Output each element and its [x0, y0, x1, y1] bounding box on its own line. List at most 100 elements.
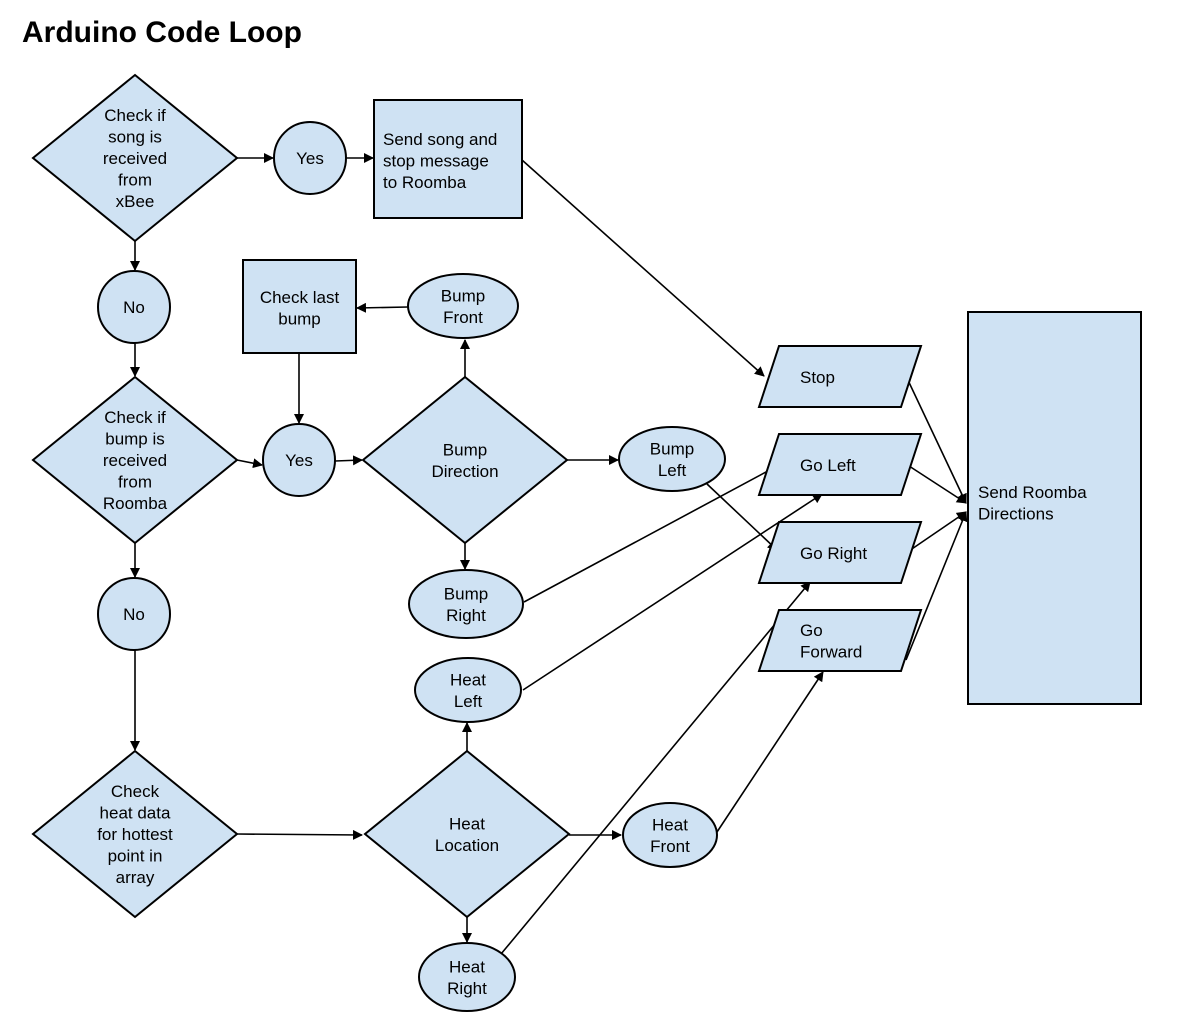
node-label-line: Right — [446, 606, 486, 625]
node-label-line: Heat — [450, 670, 486, 689]
node-label-line: Go Right — [800, 544, 867, 563]
node-label-line: Bump — [444, 584, 488, 603]
connector-ellipse — [262, 423, 336, 497]
edge-heat-right-to-go-right — [500, 581, 811, 955]
node-no-1: No — [97, 270, 171, 344]
node-label-line: Location — [435, 836, 499, 855]
node-label-line: from — [118, 171, 152, 190]
node-stop: Stop — [757, 345, 923, 408]
node-label-line: Check — [111, 782, 160, 801]
node-label-line: heat data — [100, 804, 171, 823]
node-label-line: Send song and — [383, 130, 497, 149]
node-label-line: array — [116, 868, 155, 887]
decision-diamond — [31, 375, 239, 545]
node-label-line: Left — [454, 692, 483, 711]
connector-ellipse — [408, 569, 524, 639]
node-label-line: Yes — [285, 451, 313, 470]
edge-check-bump-to-yes-bump — [236, 458, 263, 469]
connector-ellipse — [407, 273, 519, 339]
node-label: Yes — [296, 149, 324, 168]
edge-go-forward-to-send-directions — [905, 511, 968, 661]
node-label-line: received — [103, 149, 167, 168]
edge-yes-bump-to-bump-direction — [334, 455, 363, 466]
connector-ellipse — [97, 270, 171, 344]
node-label-line: Stop — [800, 368, 835, 387]
node-label-line: stop message — [383, 152, 489, 171]
node-label-line: Check last — [260, 288, 340, 307]
node-label-line: Go Left — [800, 456, 856, 475]
node-label: No — [123, 605, 145, 624]
edges-layer — [130, 153, 968, 955]
node-label-line: song is — [108, 128, 162, 147]
node-label-line: Left — [658, 461, 687, 480]
edge-check-heat-to-heat-location — [236, 829, 363, 840]
node-label-line: to Roomba — [383, 173, 467, 192]
node-label-line: Directions — [978, 505, 1054, 524]
node-label-line: Yes — [296, 149, 324, 168]
diagram-title: Arduino Code Loop — [22, 16, 302, 49]
io-parallelogram — [757, 433, 923, 496]
node-send-song: Send song and stop message to Roomba — [373, 99, 523, 219]
edge-heat-left-to-go-left — [522, 493, 823, 691]
io-parallelogram — [757, 609, 923, 672]
node-yes-bump: Yes — [262, 423, 336, 497]
decision-diamond — [31, 73, 239, 243]
node-label-line: bump — [278, 310, 321, 329]
node-label-line: Send Roomba — [978, 483, 1087, 502]
node-label-line: Heat — [449, 814, 485, 833]
node-label-line: Check if — [104, 106, 166, 125]
node-label: Yes — [285, 451, 313, 470]
node-label-line: Right — [447, 979, 487, 998]
node-label-line: No — [123, 298, 145, 317]
node-label-line: Forward — [800, 643, 862, 662]
node-label-line: Heat — [652, 815, 688, 834]
node-label-line: received — [103, 451, 167, 470]
node-label-line: bump is — [105, 430, 165, 449]
node-label-line: Front — [443, 308, 483, 327]
connector-ellipse — [418, 942, 516, 1012]
node-label: No — [123, 298, 145, 317]
connector-ellipse — [97, 577, 171, 651]
node-label-line: Go — [800, 621, 823, 640]
node-label-line: Bump — [650, 439, 694, 458]
node-label: Check last bump — [260, 288, 340, 329]
process-box — [967, 311, 1142, 705]
decision-diamond — [31, 749, 239, 919]
edge-send-song-to-stop — [521, 159, 765, 377]
node-label-line: Check if — [104, 408, 166, 427]
edge-heat-front-to-go-forward — [716, 671, 824, 833]
node-go-left: Go Left — [757, 433, 923, 496]
connector-ellipse — [273, 121, 347, 195]
io-parallelogram — [757, 345, 923, 408]
process-box — [242, 259, 357, 354]
connector-ellipse — [622, 802, 718, 868]
node-no-2: No — [97, 577, 171, 651]
process-box — [373, 99, 523, 219]
edge-bump-front-to-check-last-bump — [356, 302, 409, 313]
node-yes-song: Yes — [273, 121, 347, 195]
node-label-line: Roomba — [103, 494, 168, 513]
node-label-line: Bump — [443, 440, 487, 459]
edge-stop-to-send-directions — [905, 375, 967, 504]
node-label: Send song and stop message to Roomba — [383, 130, 497, 192]
